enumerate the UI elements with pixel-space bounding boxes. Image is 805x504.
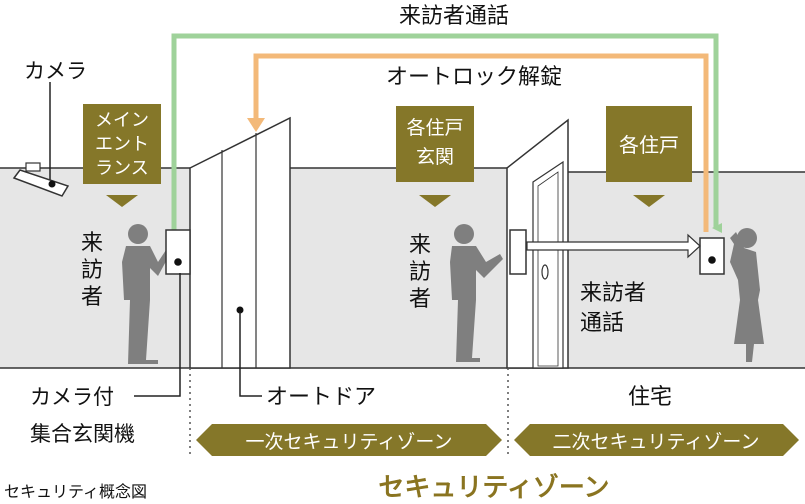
unlock-label: オートロック解錠 [386, 65, 562, 90]
green-call-loop [171, 33, 722, 233]
auto-door-panel [189, 116, 291, 369]
wall-band-right [568, 172, 805, 368]
svg-text:来: 来 [409, 233, 431, 258]
top-call-label: 来訪者通話 [399, 4, 509, 29]
room-monitor-icon [699, 237, 725, 275]
visitor-label-middle: 来 訪 者 [409, 233, 431, 312]
camera-panel-line1: カメラ付 [30, 385, 114, 409]
svg-text:メイン: メイン [95, 110, 149, 131]
door-intercom-icon [509, 229, 527, 275]
camera-panel-leader [134, 273, 181, 397]
svg-text:二次セキュリティゾーン: 二次セキュリティゾーン [553, 431, 760, 453]
svg-text:者: 者 [81, 285, 103, 310]
svg-text:訪: 訪 [409, 260, 431, 285]
unit-door-leaf [532, 160, 564, 369]
unit-door-inner [537, 171, 559, 367]
visitor-call-line2: 通話 [580, 311, 624, 336]
visitor-label-left: 来 訪 者 [81, 231, 103, 310]
orange-unlock-loop [253, 53, 709, 232]
resident-figure [730, 228, 764, 362]
house-label: 住宅 [628, 385, 672, 410]
badge-pointer [106, 195, 138, 207]
svg-text:エント: エント [95, 134, 149, 155]
svg-text:各住戸: 各住戸 [619, 133, 679, 157]
door-handle [541, 264, 549, 280]
visitor-figure-middle [450, 224, 503, 362]
svg-text:訪: 訪 [81, 258, 103, 283]
visitor-call-line1: 来訪者 [580, 281, 646, 306]
visitor-figure-left [122, 224, 170, 364]
call-hollow-arrow [526, 233, 701, 259]
main-entrance-badge: メイン エント ランス [83, 104, 161, 207]
svg-text:ランス: ランス [95, 158, 149, 179]
auto-door-leader [239, 312, 262, 397]
auto-door-dot [236, 306, 244, 314]
camera-label: カメラ [24, 59, 87, 83]
camera-icon [12, 162, 70, 197]
orange-arrowhead [247, 118, 265, 132]
unit-entrance-badge: 各住戸 玄関 [396, 106, 474, 207]
primary-zone-bar: 一次セキュリティゾーン [196, 424, 502, 456]
svg-text:一次セキュリティゾーン: 一次セキュリティゾーン [246, 431, 453, 453]
entrance-intercom-icon [165, 229, 191, 275]
svg-text:来: 来 [81, 231, 103, 256]
badge-pointer [633, 195, 665, 207]
security-zone-title: セキュリティゾーン [378, 472, 609, 503]
diagram-caption: セキュリティ概念図 [4, 482, 147, 501]
svg-text:者: 者 [409, 287, 431, 312]
svg-text:各住戸: 各住戸 [406, 117, 463, 139]
badge-pointer [419, 195, 451, 207]
svg-text:玄関: 玄関 [416, 146, 454, 168]
camera-panel-line2: 集合玄関機 [30, 422, 135, 446]
auto-door-label: オートドア [266, 385, 376, 410]
secondary-zone-bar: 二次セキュリティゾーン [514, 424, 799, 456]
unit-badge: 各住戸 [606, 106, 692, 207]
